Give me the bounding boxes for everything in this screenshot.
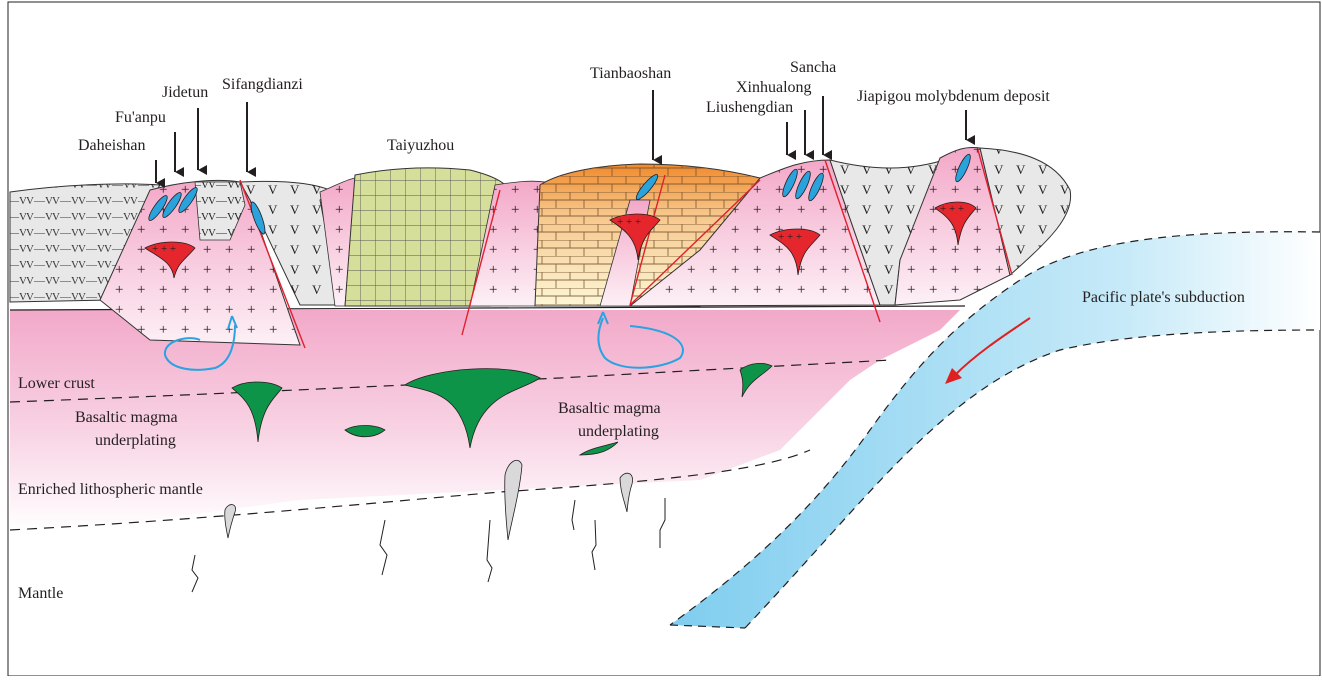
label-basaltic-2a: Basaltic magma bbox=[558, 400, 661, 417]
label-taiyuzhou: Taiyuzhou bbox=[387, 137, 454, 154]
label-sancha: Sancha bbox=[790, 59, 836, 76]
label-jiapigou: Jiapigou molybdenum deposit bbox=[857, 88, 1050, 105]
label-tianbaoshan: Tianbaoshan bbox=[590, 65, 671, 82]
label-liushengdian: Liushengdian bbox=[706, 99, 793, 116]
svg-text:+ + +: + + + bbox=[778, 231, 802, 243]
label-basaltic-1a: Basaltic magma bbox=[75, 409, 178, 426]
label-pacific-subduction: Pacific plate's subduction bbox=[1082, 289, 1245, 306]
label-mantle: Mantle bbox=[18, 585, 63, 602]
svg-text:+ + +: + + + bbox=[152, 243, 176, 255]
label-enriched-mantle: Enriched lithospheric mantle bbox=[18, 481, 203, 498]
label-daheishan: Daheishan bbox=[78, 137, 146, 154]
label-jidetun: Jidetun bbox=[162, 84, 208, 101]
svg-text:+ + +: + + + bbox=[617, 216, 641, 228]
label-sifangdianzi: Sifangdianzi bbox=[222, 76, 303, 93]
label-basaltic-1b: underplating bbox=[95, 432, 176, 449]
label-basaltic-2b: underplating bbox=[578, 423, 659, 440]
label-xinhualong: Xinhualong bbox=[736, 79, 812, 96]
label-fuanpu: Fu'anpu bbox=[115, 109, 166, 126]
svg-text:+ + +: + + + bbox=[940, 203, 964, 215]
label-lower-crust: Lower crust bbox=[18, 375, 95, 392]
